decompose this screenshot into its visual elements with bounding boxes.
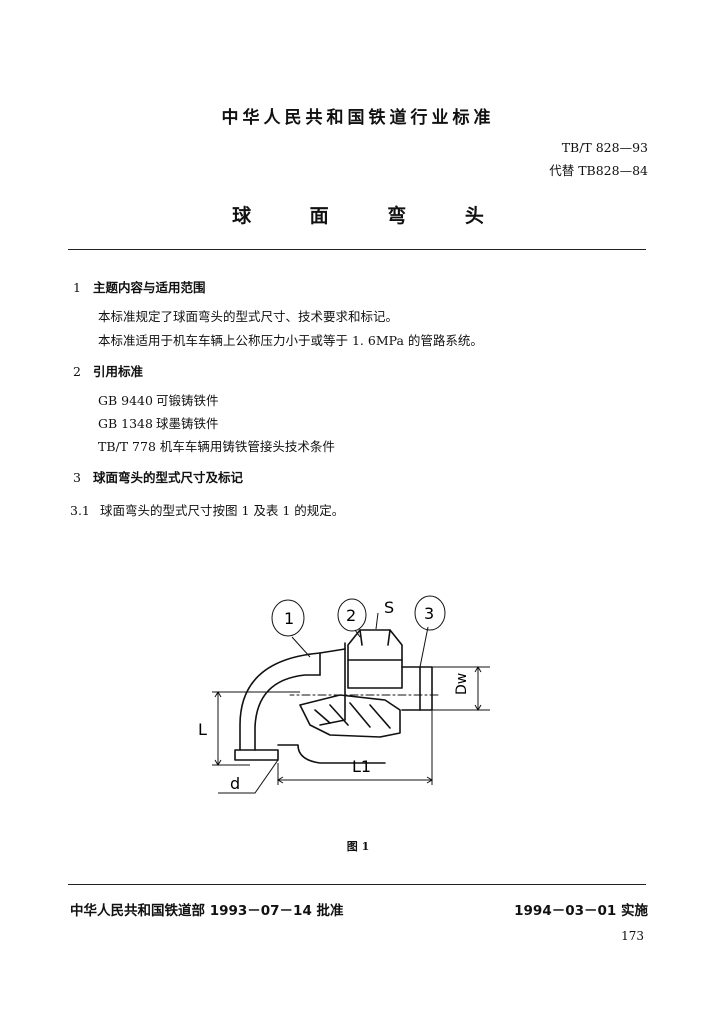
section-3-1-text: 3.1 球面弯头的型式尺寸按图 1 及表 1 的规定。 [70, 500, 344, 519]
document-title: 球 面 弯 头 [232, 205, 510, 227]
section-number: 3 [73, 470, 81, 485]
replaces-standard: 代替 TB828—84 [549, 163, 648, 178]
reference-code: TB/T 778 [98, 439, 156, 454]
section-number: 2 [73, 364, 81, 379]
label-l: L [198, 720, 207, 739]
reference-title: 可锻铸铁件 [156, 393, 219, 408]
balloon-label-3: 3 [424, 604, 434, 623]
section-heading-text: 球面弯头的型式尺寸及标记 [93, 470, 244, 485]
label-d: d [230, 774, 240, 793]
label-dw: Dw [454, 673, 470, 695]
section-1-heading: 1 主题内容与适用范围 [73, 277, 206, 296]
section-3-heading: 3 球面弯头的型式尺寸及标记 [73, 467, 243, 486]
balloon-label-1: 1 [284, 609, 294, 628]
label-l1: L1 [352, 757, 371, 776]
section-1-paragraph-2: 本标准适用于机车车辆上公称压力小于或等于 1. 6MPa 的管路系统。 [98, 333, 483, 348]
section-1-paragraph-1: 本标准规定了球面弯头的型式尺寸、技术要求和标记。 [98, 309, 399, 324]
page-number: 173 [621, 929, 644, 943]
industry-standard-title: 中华人民共和国铁道行业标准 [221, 108, 495, 128]
reference-title: 机车车辆用铸铁管接头技术条件 [159, 439, 335, 454]
figure-caption: 图 1 [346, 840, 370, 853]
footer-divider [68, 884, 646, 885]
reference-code: GB 1348 [98, 416, 153, 431]
section-number: 3.1 [70, 503, 90, 518]
section-heading-text: 主题内容与适用范围 [93, 280, 206, 295]
label-s: S [384, 598, 394, 617]
reference-code: GB 9440 [98, 393, 153, 408]
implementation-date: 1994－03－01 实施 [514, 903, 648, 919]
elbow-drawing: 1 2 3 S Dw L L1 d [198, 595, 490, 794]
section-number: 1 [73, 280, 81, 295]
balloon-label-2: 2 [346, 606, 356, 625]
standard-code: TB/T 828—93 [561, 140, 648, 155]
approval-line: 中华人民共和国铁道部 1993－07－14 批准 [70, 903, 344, 919]
section-text: 球面弯头的型式尺寸按图 1 及表 1 的规定。 [100, 503, 345, 518]
section-2-heading: 2 引用标准 [73, 361, 143, 380]
section-heading-text: 引用标准 [93, 364, 144, 379]
reference-title: 球墨铸铁件 [156, 416, 219, 431]
reference-item: TB/T 778 机车车辆用铸铁管接头技术条件 [98, 436, 335, 455]
header-divider [68, 249, 646, 250]
